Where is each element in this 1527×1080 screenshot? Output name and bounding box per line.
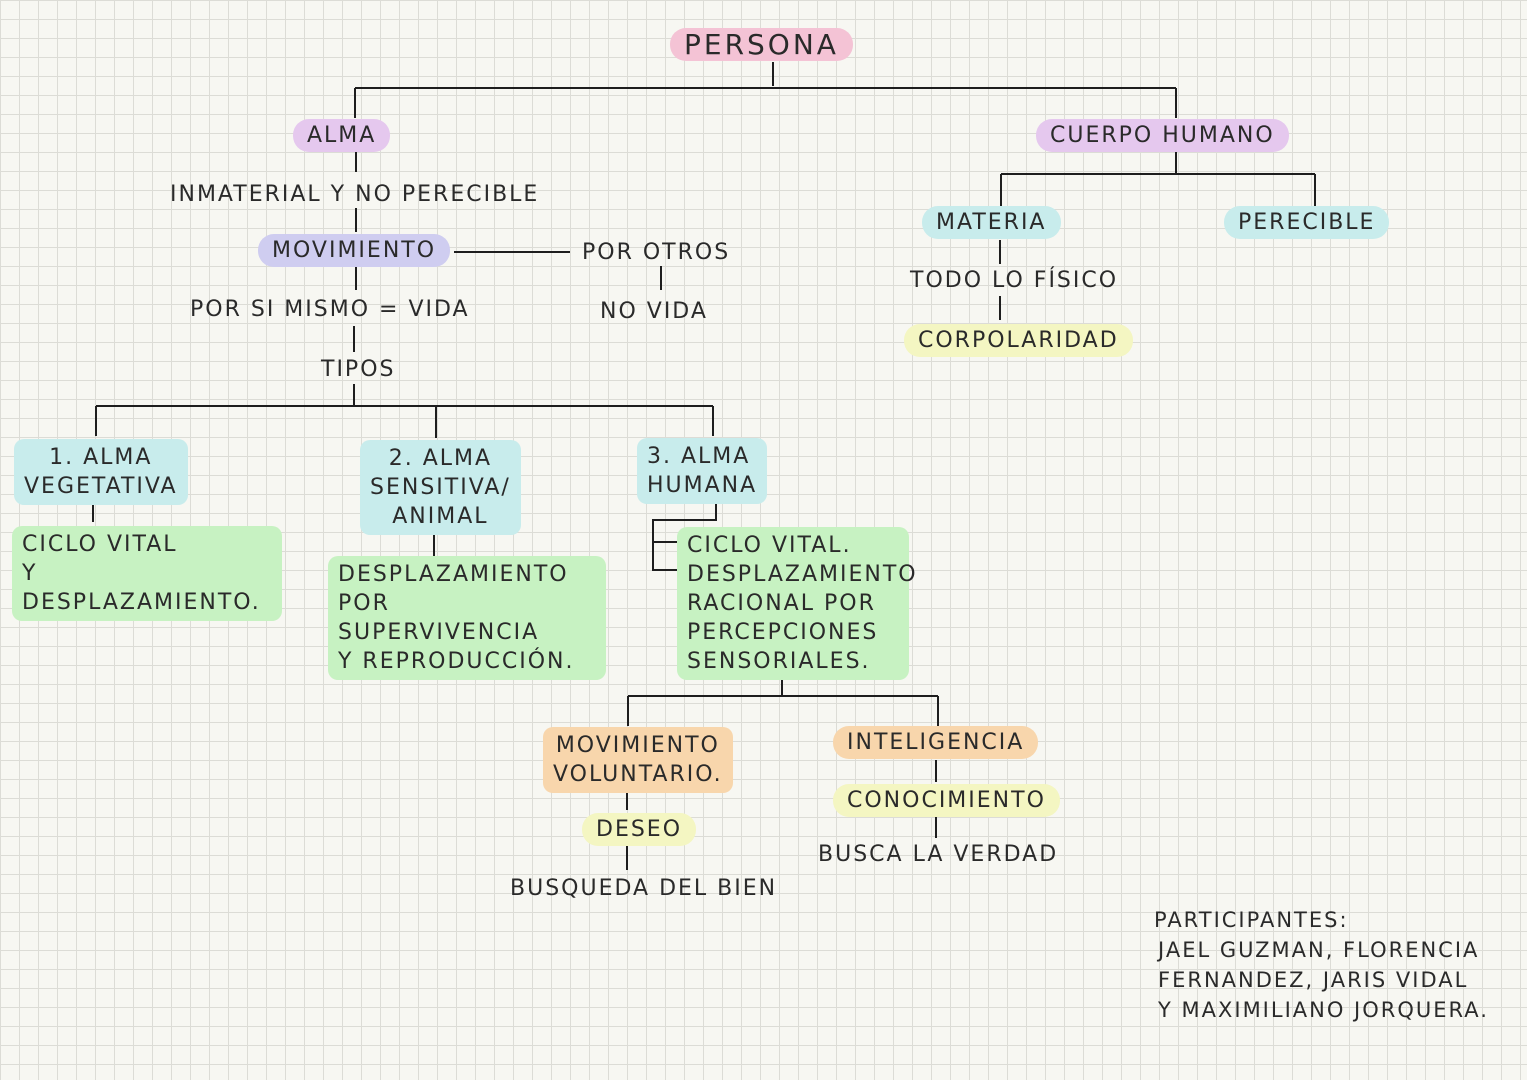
- node-alma-sensitiva: 2. Alma sensitiva/ animal: [360, 440, 521, 535]
- label-busqueda: Busqueda del bien: [510, 876, 778, 901]
- node-alma-humana: 3. Alma humana: [637, 438, 768, 504]
- participants-names: Jael Guzman, Florencia Fernandez, Jaris …: [1158, 938, 1489, 1022]
- desc-alma-sensitiva: Desplazamiento por supervivencia y repro…: [328, 556, 606, 680]
- node-inteligencia: Inteligencia: [833, 726, 1039, 759]
- label-por-otros: Por otros: [582, 240, 731, 265]
- desc-alma-vegetativa: Ciclo vital y desplazamiento.: [12, 526, 282, 621]
- node-alma: Alma: [293, 119, 391, 152]
- node-conocimiento: Conocimiento: [833, 784, 1060, 817]
- participants-label: Participantes:: [1154, 908, 1349, 932]
- label-tipos: Tipos: [321, 357, 396, 382]
- label-por-si-mismo: Por si mismo = vida: [190, 297, 470, 322]
- label-no-vida: No vida: [600, 299, 708, 324]
- node-movimiento: Movimiento: [258, 234, 451, 267]
- node-alma-vegetativa: 1. Alma vegetativa: [14, 439, 188, 505]
- label-inmaterial: Inmaterial y no perecible: [170, 182, 540, 207]
- label-busca-verdad: Busca la verdad: [818, 842, 1059, 867]
- desc-alma-humana: Ciclo vital. Desplazamiento racional por…: [677, 527, 916, 680]
- node-movimiento-voluntario: Movimiento voluntario.: [543, 727, 733, 793]
- node-cuerpo-humano: Cuerpo humano: [1036, 119, 1289, 152]
- node-persona: Persona: [670, 28, 853, 61]
- node-perecible: Perecible: [1224, 206, 1390, 239]
- node-corporalidad: Corpolaridad: [904, 324, 1133, 357]
- label-todo-fisico: Todo lo físico: [910, 268, 1119, 293]
- node-deseo: Deseo: [582, 813, 697, 846]
- node-materia: Materia: [922, 206, 1061, 239]
